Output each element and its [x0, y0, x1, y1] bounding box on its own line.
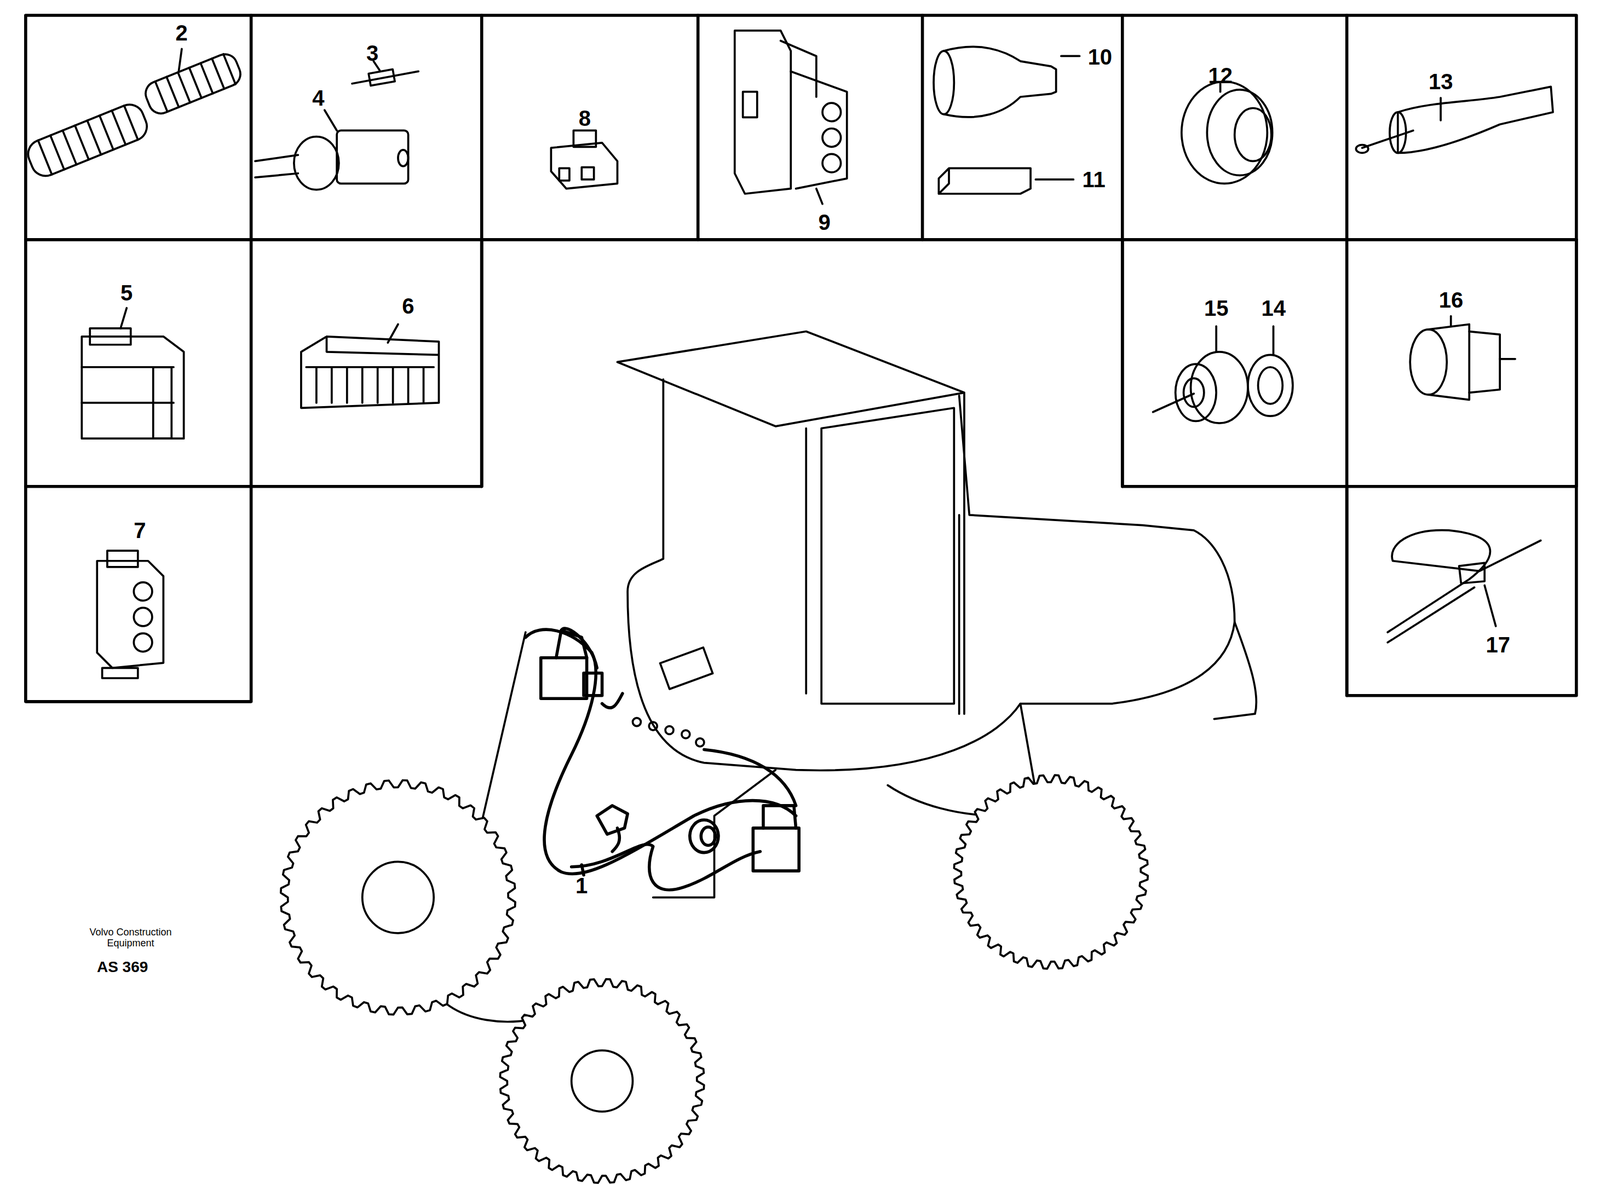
wheel: [499, 979, 704, 1184]
callout-number: 10: [1088, 44, 1113, 69]
callout-number: 1: [575, 873, 588, 899]
callout-number: 17: [1485, 632, 1511, 658]
callout-number: 5: [120, 280, 133, 305]
multi-pin-connector: [301, 324, 440, 408]
callout-number: 13: [1428, 69, 1454, 94]
connector-housing: [550, 130, 618, 189]
wheel-hub: [362, 861, 434, 934]
callout-number: 7: [133, 518, 146, 543]
wheel-hub: [571, 1050, 633, 1113]
corrugated-tube: [24, 48, 245, 181]
wheel: [280, 780, 516, 1015]
relay-block: [81, 308, 184, 439]
callout-number: 11: [1082, 167, 1106, 192]
callout-number: 15: [1204, 296, 1229, 321]
part-grid: [25, 15, 1577, 702]
connector-housing: [96, 550, 164, 679]
callout-number: 8: [578, 106, 591, 131]
wiring-harness: [525, 628, 799, 891]
connector-housing: [734, 30, 848, 205]
grommet: [1181, 81, 1273, 184]
callout-number: 2: [175, 20, 188, 45]
wheel: [953, 775, 1148, 970]
cable-gland: [1409, 316, 1516, 401]
callout-number: 12: [1208, 63, 1234, 88]
drawing-code: AS 369: [96, 958, 148, 976]
callout-number: 14: [1261, 296, 1286, 321]
tyre-tread: [280, 780, 516, 1015]
callout-number: 16: [1439, 288, 1464, 313]
tyre-tread: [953, 775, 1148, 970]
maker-caption: Volvo Construction Equipment: [76, 928, 186, 951]
loader-outline: [424, 331, 1257, 1023]
diode-and-socket: [255, 61, 419, 191]
callout-number: 4: [312, 85, 325, 111]
cable-tie: [1387, 530, 1541, 643]
callout-number: 9: [818, 210, 831, 235]
gland-nut: [1153, 326, 1293, 424]
wheel-outlines: [280, 775, 1148, 1184]
rubber-boot: [933, 46, 1080, 194]
terminal-boot: [1355, 86, 1553, 153]
tyre-tread: [499, 979, 704, 1184]
callout-number: 6: [401, 294, 414, 319]
callout-number: 3: [366, 41, 379, 66]
